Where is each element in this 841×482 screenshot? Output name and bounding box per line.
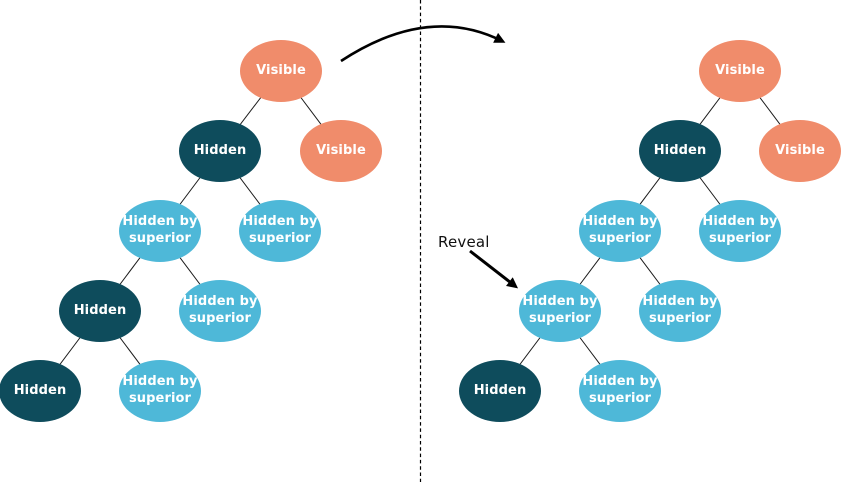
- reveal-label: Reveal: [438, 233, 490, 251]
- tree-node-hidden: Hidden: [179, 120, 261, 182]
- tree-node-visible: Visible: [240, 40, 322, 102]
- tree-node-hidden-by-superior: Hidden by superior: [119, 200, 201, 262]
- tree-node-hidden-by-superior: Hidden by superior: [579, 360, 661, 422]
- tree-node-visible: Visible: [759, 120, 841, 182]
- tree-node-hidden-by-superior: Hidden by superior: [179, 280, 261, 342]
- tree-node-visible: Visible: [699, 40, 781, 102]
- tree-node-hidden-by-superior: Hidden by superior: [519, 280, 601, 342]
- reveal-arrow: [469, 249, 519, 289]
- tree-node-hidden: Hidden: [639, 120, 721, 182]
- tree-node-hidden-by-superior: Hidden by superior: [699, 200, 781, 262]
- transform-curved-arrow: [340, 25, 506, 63]
- tree-node-hidden-by-superior: Hidden by superior: [239, 200, 321, 262]
- tree-node-hidden: Hidden: [459, 360, 541, 422]
- tree-node-hidden-by-superior: Hidden by superior: [639, 280, 721, 342]
- tree-node-hidden: Hidden: [0, 360, 81, 422]
- tree-node-hidden-by-superior: Hidden by superior: [579, 200, 661, 262]
- tree-node-hidden-by-superior: Hidden by superior: [119, 360, 201, 422]
- tree-node-visible: Visible: [300, 120, 382, 182]
- tree-node-hidden: Hidden: [59, 280, 141, 342]
